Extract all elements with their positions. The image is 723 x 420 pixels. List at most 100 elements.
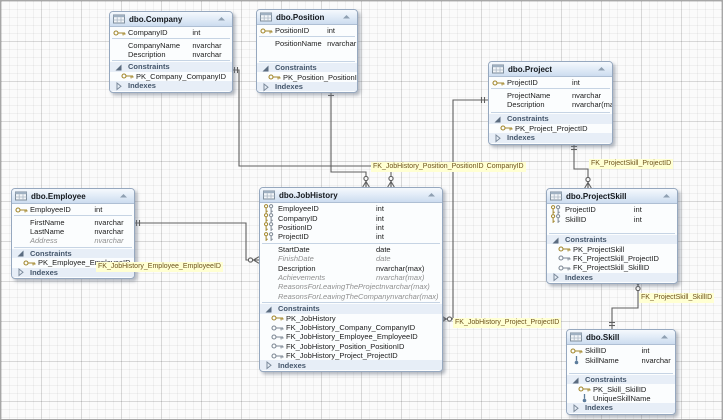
constraint-row[interactable]: FK_JobHistory_Project_ProjectID <box>260 351 442 360</box>
fk-label-jobhistory-position[interactable]: FK_JobHistory_Position_PositionID <box>371 162 486 172</box>
collapse-icon[interactable] <box>215 14 228 24</box>
table-project[interactable]: dbo.ProjectProjectIDintProjectNamenvarch… <box>488 61 613 145</box>
column-row[interactable]: ReasonsForLeavingTheCompanynvarchar(max) <box>260 292 442 301</box>
fk-label-jobhistory-project[interactable]: FK_JobHistory_Project_ProjectID <box>453 318 561 328</box>
section-header-constraints[interactable]: Constraints <box>547 235 677 245</box>
section-header-indexes[interactable]: Indexes <box>547 273 677 283</box>
table-header-skill[interactable]: dbo.Skill <box>567 330 675 345</box>
collapse-icon[interactable] <box>117 191 130 201</box>
section-header-indexes[interactable]: Indexes <box>260 360 442 370</box>
section-header-constraints[interactable]: Constraints <box>257 63 357 73</box>
section-header-constraints[interactable]: Constraints <box>260 304 442 314</box>
collapse-icon[interactable] <box>660 191 673 201</box>
constraint-row[interactable]: PK_JobHistory <box>260 314 442 323</box>
expander-open-icon <box>113 62 126 72</box>
constraint-row[interactable]: PK_Project_ProjectID <box>489 124 612 133</box>
constraint-row[interactable]: PK_ProjectSkill <box>547 244 677 253</box>
pk-key-icon <box>492 78 505 88</box>
column-row[interactable]: SkillIDint <box>547 214 677 223</box>
many-end-circle <box>636 286 640 290</box>
column-name: Description <box>278 264 376 273</box>
column-row[interactable]: ProjectIDint <box>547 205 677 214</box>
constraint-name: FK_JobHistory_Project_ProjectID <box>286 351 438 360</box>
column-name: ReasonsForLeavingTheCompany <box>278 292 390 301</box>
column-name: ProjectName <box>507 91 572 100</box>
column-type: int <box>376 223 384 232</box>
constraint-row[interactable]: PK_Skill_SkillID <box>567 384 675 393</box>
section-header-constraints[interactable]: Constraints <box>567 375 675 385</box>
column-row[interactable]: FinishDatedate <box>260 254 442 263</box>
section-header-constraints[interactable]: Constraints <box>110 62 232 72</box>
table-header-project[interactable]: dbo.Project <box>489 62 612 77</box>
pk-key-icon <box>260 26 273 36</box>
column-row[interactable]: Descriptionnvarchar(max) <box>260 263 442 272</box>
column-row[interactable]: Descriptionnvarchar <box>110 50 232 59</box>
column-row[interactable]: ProjectIDint <box>260 232 442 241</box>
constraint-row[interactable]: FK_JobHistory_Company_CompanyID <box>260 323 442 332</box>
table-header-projectskill[interactable]: dbo.ProjectSkill <box>547 189 677 204</box>
constraint-row[interactable]: FK_JobHistory_Employee_EmployeeID <box>260 332 442 341</box>
column-row[interactable]: SkillNamenvarchar <box>567 355 675 364</box>
connector-projectskill-skill[interactable] <box>609 280 641 329</box>
column-row[interactable]: ReasonsForLeavingTheProjectnvarchar(max) <box>260 282 442 291</box>
column-name: Address <box>30 236 94 245</box>
spacer <box>547 224 677 232</box>
table-skill[interactable]: dbo.SkillSkillIDintSkillNamenvarcharCons… <box>566 329 676 415</box>
row-divider <box>262 243 440 244</box>
table-jobhistory[interactable]: dbo.JobHistoryEmployeeIDintCompanyIDintP… <box>259 187 443 372</box>
fk-label-projectskill-skill[interactable]: FK_ProjectSkill_SkillID <box>639 293 714 303</box>
constraint-name: PK_ProjectSkill <box>573 245 673 254</box>
constraint-row[interactable]: FK_JobHistory_Position_PositionID <box>260 342 442 351</box>
column-row[interactable]: EmployeeIDint <box>260 204 442 213</box>
table-position[interactable]: dbo.PositionPositionIDintPositionNamenva… <box>256 9 358 93</box>
connector-jobhistory-position[interactable] <box>328 89 369 187</box>
column-name: EmployeeID <box>30 205 94 214</box>
column-type: int <box>376 204 384 213</box>
column-row[interactable]: Achievementsnvarchar(max) <box>260 273 442 282</box>
connector-jobhistory-project[interactable] <box>441 97 488 322</box>
fk-label-jobhistory-employee[interactable]: FK_JobHistory_Employee_EmployeeID <box>96 262 223 272</box>
column-row[interactable]: ProjectNamenvarchar <box>489 90 612 99</box>
column-row[interactable]: Descriptionnvarchar(max) <box>489 100 612 109</box>
table-company[interactable]: dbo.CompanyCompanyIDintCompanyNamenvarch… <box>109 11 233 93</box>
column-row[interactable]: StartDatedate <box>260 245 442 254</box>
column-row[interactable]: ProjectIDint <box>489 78 612 87</box>
section-header-indexes[interactable]: Indexes <box>567 403 675 413</box>
column-row[interactable]: SkillIDint <box>567 346 675 355</box>
column-row[interactable]: EmployeeIDint <box>12 205 134 214</box>
connector-jobhistory-employee[interactable] <box>133 220 259 263</box>
section-header-constraints[interactable]: Constraints <box>489 114 612 124</box>
expander-closed-icon <box>550 272 563 282</box>
collapse-icon[interactable] <box>425 190 438 200</box>
table-projectskill[interactable]: dbo.ProjectSkillProjectIDintSkillIDintCo… <box>546 188 678 284</box>
column-row[interactable]: PositionIDint <box>260 223 442 232</box>
fk-label-projectskill-project[interactable]: FK_ProjectSkill_ProjectID <box>589 159 673 169</box>
column-row[interactable]: Addressnvarchar <box>12 236 134 245</box>
collapse-icon[interactable] <box>595 64 608 74</box>
section-header-constraints[interactable]: Constraints <box>12 249 134 259</box>
column-row[interactable]: PositionNamenvarchar <box>257 38 357 47</box>
table-header-employee[interactable]: dbo.Employee <box>12 189 134 204</box>
column-row[interactable]: CompanyNamenvarchar <box>110 40 232 49</box>
table-header-jobhistory[interactable]: dbo.JobHistory <box>260 188 442 203</box>
column-row[interactable]: PositionIDint <box>257 26 357 35</box>
column-row[interactable]: FirstNamenvarchar <box>12 217 134 226</box>
column-row[interactable]: CompanyIDint <box>260 213 442 222</box>
collapse-icon[interactable] <box>340 12 353 22</box>
table-header-company[interactable]: dbo.Company <box>110 12 232 27</box>
constraint-row[interactable]: FK_ProjectSkill_SkillID <box>547 263 677 272</box>
column-row[interactable]: CompanyIDint <box>110 28 232 37</box>
section-header-indexes[interactable]: Indexes <box>257 82 357 92</box>
collapse-icon[interactable] <box>658 332 671 342</box>
constraint-row[interactable]: PK_Company_CompanyID <box>110 72 232 81</box>
column-row[interactable]: LastNamenvarchar <box>12 227 134 236</box>
section-header-indexes[interactable]: Indexes <box>489 133 612 143</box>
spacer <box>567 365 675 372</box>
constraint-row[interactable]: FK_ProjectSkill_ProjectID <box>547 254 677 263</box>
constraint-row[interactable]: UniqueSkillName <box>567 394 675 403</box>
constraint-row[interactable]: PK_Position_PositionID <box>257 72 357 81</box>
section-header-indexes[interactable]: Indexes <box>110 81 232 91</box>
column-name: Achievements <box>278 273 376 282</box>
table-header-position[interactable]: dbo.Position <box>257 10 357 25</box>
